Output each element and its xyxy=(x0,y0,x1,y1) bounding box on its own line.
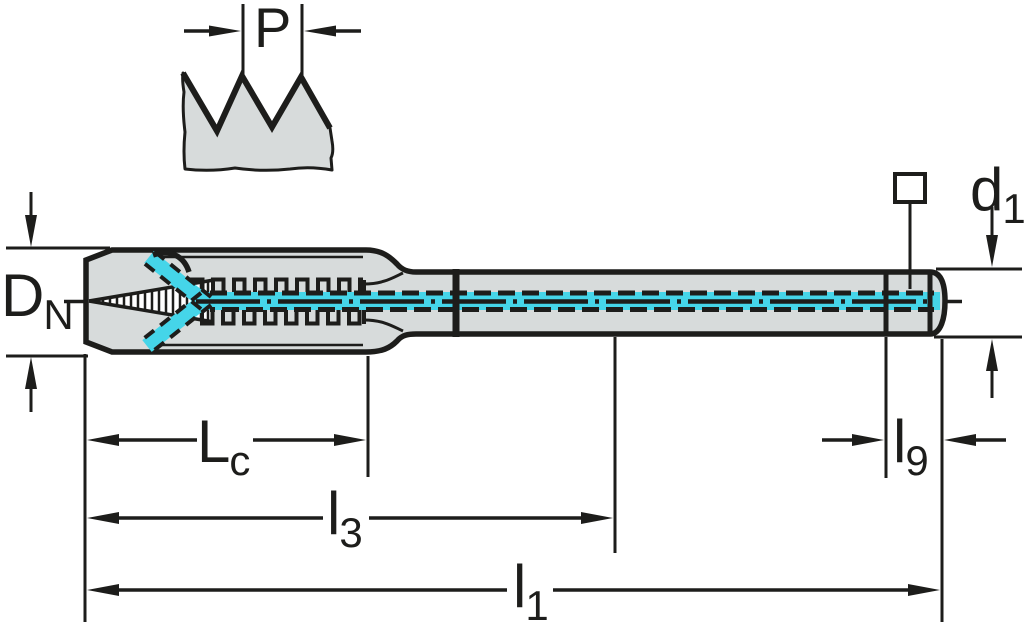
dimension-nominal-diameter xyxy=(6,192,110,412)
shank-features xyxy=(452,269,933,337)
coolant-channel xyxy=(64,249,962,354)
square-drive-icon xyxy=(893,172,927,204)
runout-line-top xyxy=(363,271,404,286)
runout-line-bottom xyxy=(363,318,404,333)
dimension-shank-diameter xyxy=(934,207,1022,398)
label-shank-diameter: d1 xyxy=(970,156,1024,232)
label-pitch: P xyxy=(254,0,292,59)
label-chamfer-length: Lc xyxy=(197,408,251,484)
extension-lines xyxy=(83,337,944,622)
thread-profile-detail xyxy=(180,4,361,172)
coolant-outlet-edge xyxy=(152,250,192,273)
coolant-hole-hidden-edges xyxy=(140,249,213,354)
square-drive-symbol xyxy=(893,172,927,289)
label-thread-neck-length: l3 xyxy=(327,480,363,556)
dimension-pitch xyxy=(184,4,361,75)
thread-profile-crests xyxy=(180,69,333,138)
thread-profile-shape xyxy=(181,71,335,172)
label-nominal-diameter: DN xyxy=(1,262,74,338)
centerline xyxy=(64,290,962,312)
dimension-thread-neck-length xyxy=(87,512,613,524)
dimension-chamfer-length xyxy=(87,434,366,446)
dimension-square-drive-length xyxy=(822,434,1006,446)
label-overall-length: l1 xyxy=(513,553,549,629)
label-square-drive-length: l9 xyxy=(893,408,929,484)
dimension-overall-length xyxy=(87,584,940,596)
